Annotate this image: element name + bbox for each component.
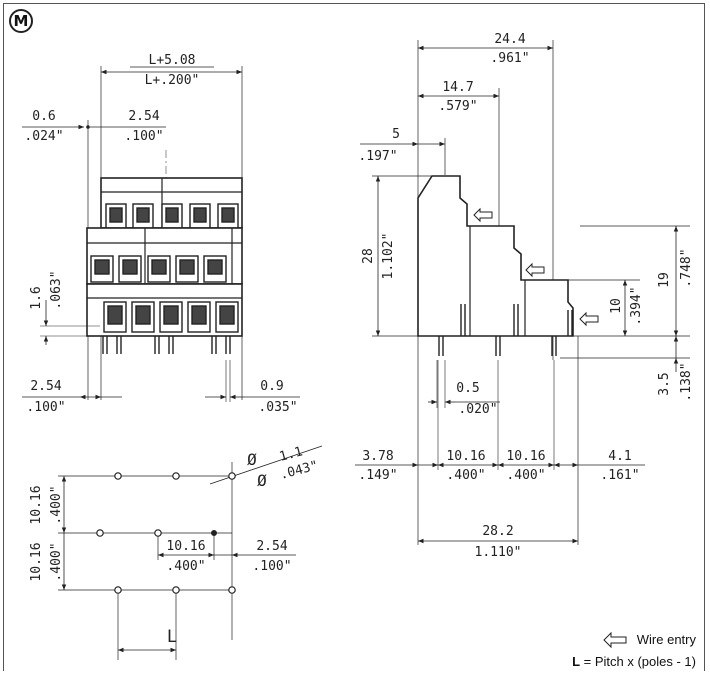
dim-24-4-in: .961": [490, 51, 529, 66]
upper-deck-openings: [105, 203, 239, 229]
dim-l-plus-mm: L+5.08: [149, 53, 196, 68]
pcb-v2-in: .400": [49, 542, 64, 581]
dim-1-6-mm: 1.6: [29, 286, 44, 309]
diameter-symbol-upper: Ø: [247, 450, 257, 469]
pcb-v2-mm: 10.16: [29, 542, 44, 581]
dim-0-5-mm: 0.5: [456, 381, 479, 396]
dim-5-in: .197": [358, 149, 397, 164]
side-view-labels: 24.4 .961" 14.7 .579" 5 .197" 28 1.102" …: [358, 32, 694, 560]
legend-wire-entry: Wire entry: [637, 632, 696, 647]
dim-14-7-mm: 14.7: [442, 80, 473, 95]
dim-5-mm: 5: [392, 127, 400, 142]
dim-10-mm: 10: [609, 298, 624, 314]
front-pins: [102, 336, 231, 354]
dim-28-in: 1.102": [381, 233, 396, 280]
dim-0-5-in: .020": [458, 402, 497, 417]
wire-entry-icon: [603, 631, 627, 649]
dim-4-1-in: .161": [600, 468, 639, 483]
legend-l-symbol: L: [572, 654, 581, 669]
pcb-pitch-mm: 2.54: [256, 539, 287, 554]
pcb-layout: [58, 445, 323, 660]
diameter-symbol-lower: Ø: [257, 471, 267, 490]
dim-3-5-in: .138": [679, 362, 694, 401]
pcb-h-in: .400": [166, 559, 205, 574]
pcb-holes: [96, 472, 236, 594]
legend-l-formula: L = Pitch x (poles - 1): [572, 654, 696, 669]
dim-3-78-in: .149": [358, 468, 397, 483]
pcb-l-label: L: [167, 627, 177, 647]
variant-badge: M: [9, 9, 33, 33]
dim-2-54b-mm: 2.54: [30, 379, 61, 394]
dim-28-2-in: 1.110": [475, 545, 522, 560]
dim-10-16b-in: .400": [506, 468, 545, 483]
dim-28-mm: 28: [361, 248, 376, 264]
wire-entry-arrows: [473, 207, 599, 327]
dim-28-2-mm: 28.2: [482, 524, 513, 539]
pcb-v1-in: .400": [49, 485, 64, 524]
front-view-labels: L+5.08 L+.200" 0.6 .024" 2.54 .100" 1.6 …: [24, 53, 297, 415]
dim-0-6-mm: 0.6: [32, 109, 55, 124]
dim-3-78-mm: 3.78: [362, 449, 393, 464]
dim-14-7-in: .579": [438, 99, 477, 114]
dim-2-54b-in: .100": [26, 400, 65, 415]
dim-1-6-in: .063": [49, 270, 64, 309]
dim-10-16a-in: .400": [446, 468, 485, 483]
pcb-pitch-in: .100": [252, 559, 291, 574]
dim-0-9-in: .035": [258, 400, 297, 415]
dim-10-16b-mm: 10.16: [506, 449, 545, 464]
dim-2-54-mm: 2.54: [128, 109, 159, 124]
dim-0-9-mm: 0.9: [260, 379, 283, 394]
dim-19-mm: 19: [657, 272, 672, 288]
dim-3-5-mm: 3.5: [657, 372, 672, 395]
legend-l-formula-text: = Pitch x (poles - 1): [580, 654, 696, 669]
dim-24-4-mm: 24.4: [494, 32, 525, 47]
dim-10-16a-mm: 10.16: [446, 449, 485, 464]
lower-deck-openings: [103, 301, 239, 333]
side-view: [355, 40, 690, 545]
dim-19-in: .748": [679, 248, 694, 287]
dim-0-6-in: .024": [24, 129, 63, 144]
drawing-frame: [3, 3, 705, 671]
legend-wire-entry-label: Wire entry: [636, 632, 696, 647]
pcb-h-mm: 10.16: [166, 539, 205, 554]
middle-deck-openings: [90, 255, 227, 283]
pcb-v1-mm: 10.16: [29, 485, 44, 524]
front-view: [22, 66, 300, 402]
hole-dia-mm: 1.1: [278, 444, 305, 465]
dim-10-in: .394": [629, 286, 644, 325]
dim-l-plus-in: L+.200": [145, 73, 200, 88]
dim-4-1-mm: 4.1: [608, 449, 631, 464]
pcb-labels: 10.16 .400" 10.16 .400" 10.16 .400" 2.54…: [29, 444, 320, 647]
dim-2-54-in: .100": [124, 129, 163, 144]
